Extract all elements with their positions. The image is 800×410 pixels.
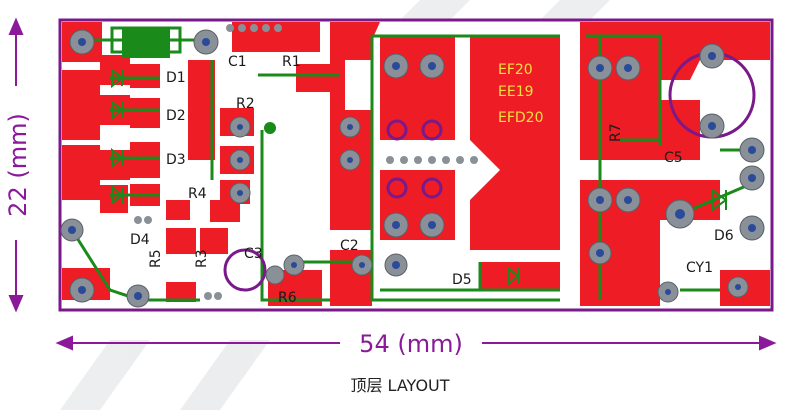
- height-dimension-label: 22 (mm): [4, 113, 32, 217]
- height-dimension: [8, 17, 24, 313]
- label-r3: R3: [194, 249, 210, 268]
- label-c3: C3: [244, 246, 263, 262]
- pads: [60, 24, 765, 308]
- label-d4: D4: [130, 232, 150, 248]
- label-c1: C1: [228, 54, 247, 70]
- label-r1: R1: [282, 54, 301, 70]
- label-c5: C5: [664, 150, 683, 166]
- c1-body: [122, 28, 170, 58]
- label-d2: D2: [166, 108, 186, 124]
- label-ee19: EE19: [498, 84, 534, 100]
- transformer-labels: EF20 EE19 EFD20: [498, 62, 544, 126]
- label-d1: D1: [166, 70, 186, 86]
- label-r2: R2: [236, 96, 255, 112]
- label-ef20: EF20: [498, 62, 533, 78]
- width-dimension: [55, 335, 777, 351]
- label-r5: R5: [148, 249, 164, 268]
- label-r7: R7: [608, 123, 624, 142]
- label-d5: D5: [452, 272, 472, 288]
- width-dimension-label: 54 (mm): [359, 330, 463, 358]
- designators: D1 D2 D3 D4 C1 R1 R2 R4 R5 R3 C3 R6 C2 D…: [130, 54, 734, 306]
- diode-symbols: [111, 67, 728, 287]
- figure-caption: 顶层 LAYOUT: [350, 376, 450, 395]
- label-efd20: EFD20: [498, 110, 544, 126]
- label-d3: D3: [166, 152, 186, 168]
- label-d6: D6: [714, 228, 734, 244]
- label-r4: R4: [188, 186, 207, 202]
- label-r6: R6: [278, 290, 297, 306]
- label-cy1: CY1: [686, 260, 713, 276]
- label-c2: C2: [340, 238, 359, 254]
- r2-via: [264, 122, 276, 134]
